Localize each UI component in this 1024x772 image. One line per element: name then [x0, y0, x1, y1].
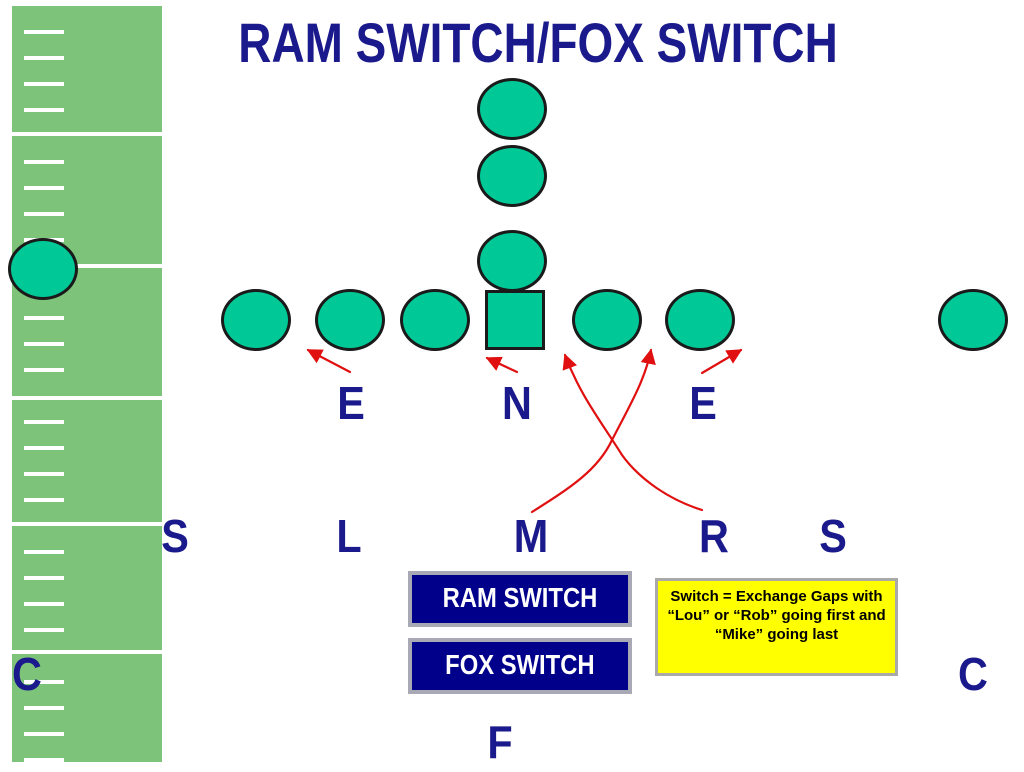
player-tackle-right — [665, 289, 735, 351]
defender-lou: L — [336, 510, 362, 562]
defender-corner-left: C — [12, 648, 42, 700]
fox-switch-button[interactable]: FOX SWITCH — [408, 638, 632, 694]
defender-mike: M — [513, 510, 549, 562]
player-wide-receiver-right — [938, 289, 1008, 351]
field-graphic — [12, 6, 162, 762]
player-center — [485, 290, 545, 350]
switch-note: Switch = Exchange Gaps with “Lou” or “Ro… — [655, 578, 898, 676]
defender-rob: R — [699, 510, 729, 562]
end-left-arrow — [306, 348, 352, 374]
defender-end-left: E — [337, 377, 365, 429]
player-tight-end-left — [221, 289, 291, 351]
football-field — [12, 6, 162, 762]
defender-safety-right: S — [819, 510, 847, 562]
ram-switch-button[interactable]: RAM SWITCH — [408, 571, 632, 627]
fox-switch-label: FOX SWITCH — [445, 649, 595, 680]
defender-end-right: E — [689, 377, 717, 429]
player-deep-back — [477, 78, 547, 140]
page-title: RAM SWITCH/FOX SWITCH — [238, 11, 838, 74]
player-tackle-left — [315, 289, 385, 351]
mike-arrow — [530, 348, 656, 514]
player-quarterback — [477, 230, 547, 292]
ram-switch-label: RAM SWITCH — [442, 582, 598, 613]
player-fullback — [477, 145, 547, 207]
player-wide-receiver-left — [8, 238, 78, 300]
end-right-arrow — [700, 348, 743, 375]
defender-free-safety: F — [487, 716, 513, 768]
defender-nose: N — [502, 377, 532, 429]
player-guard-right — [572, 289, 642, 351]
nose-arrow — [485, 356, 519, 374]
player-guard-left — [400, 289, 470, 351]
defender-corner-right: C — [958, 648, 988, 700]
defender-safety-left: S — [161, 510, 189, 562]
